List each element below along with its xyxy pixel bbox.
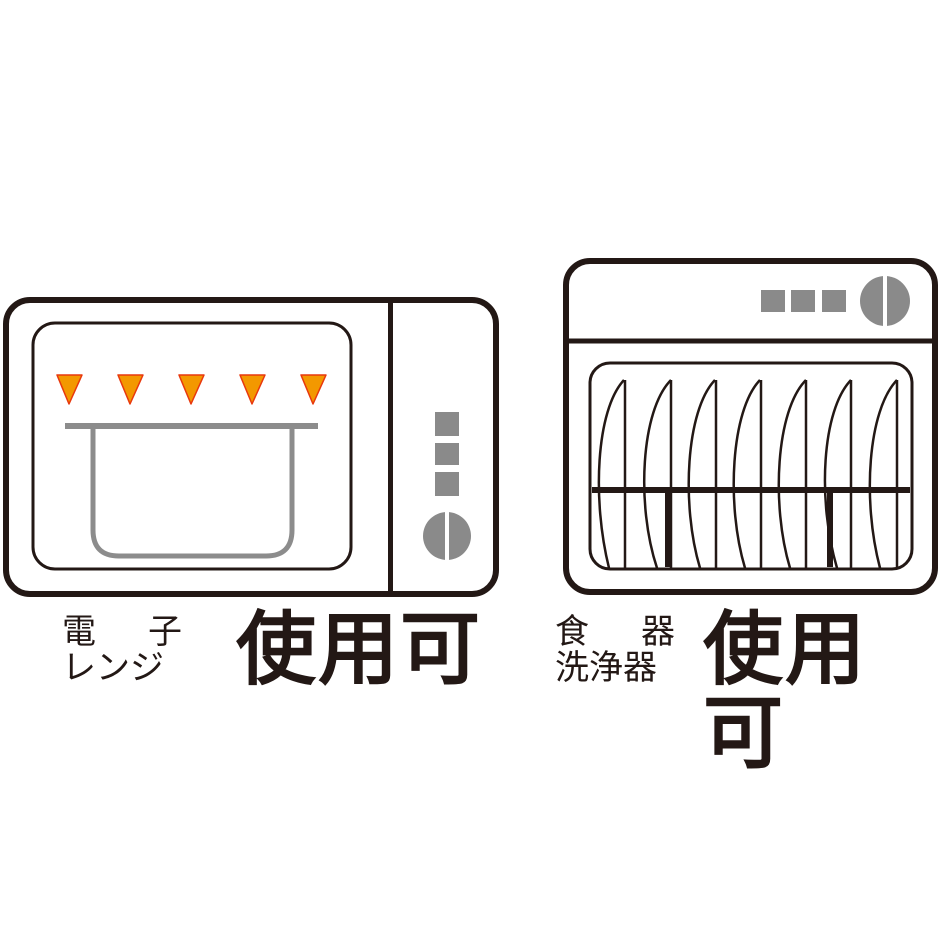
dishwasher-label-line2: 洗浄器 [555, 648, 657, 688]
dishwasher-label-line1: 食器 [555, 614, 675, 650]
label-char: 器 [641, 612, 675, 652]
label-char: 食 [555, 612, 589, 652]
control-buttons [435, 412, 459, 496]
dishwasher-status: 使用可 [703, 603, 867, 780]
microwave-label-line2: レンジ [62, 648, 164, 688]
microwave-label: 電子 レンジ [62, 614, 182, 686]
dial-knob-icon [423, 510, 471, 562]
label-char: 電 [62, 612, 96, 652]
microwave-label-line1: 電子 [62, 614, 182, 650]
heat-indicator-icons [56, 374, 327, 405]
label-char: 子 [148, 612, 182, 652]
microwave-status: 使用可 [236, 603, 482, 696]
dishwasher-icon [563, 258, 938, 595]
dial-knob-icon [860, 275, 910, 327]
control-buttons [761, 290, 846, 312]
dishwasher-label: 食器 洗浄器 [555, 614, 675, 686]
bowl-icon [65, 423, 318, 559]
microwave-icon [3, 297, 499, 597]
